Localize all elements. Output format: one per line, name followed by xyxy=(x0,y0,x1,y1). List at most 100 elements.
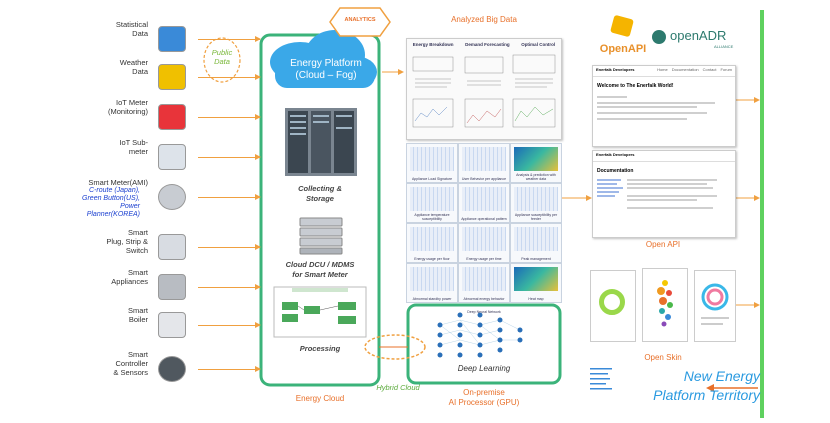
source-arrow xyxy=(198,194,261,200)
tile-graphic xyxy=(410,227,454,251)
tile-graphic xyxy=(462,187,506,211)
source-arrow xyxy=(198,154,261,160)
bubble-chart xyxy=(657,280,673,327)
smart-meter-standards: C-route (Japan), Green Button(US), Power… xyxy=(82,187,140,218)
analysis-tile: Appliance operational pattern xyxy=(458,183,510,223)
smart-plug-icon-shape xyxy=(158,234,186,260)
tile-graphic xyxy=(462,267,506,291)
source-label: Smart Controller & Sensors xyxy=(113,350,148,377)
source-row: IoT Meter (Monitoring) xyxy=(0,98,261,138)
analysis-column-title: Energy Breakdown xyxy=(412,42,454,47)
source-label: Smart Meter(AMI) xyxy=(88,178,148,187)
smart-meter-icon-shape xyxy=(158,184,186,210)
iot-meter-icon xyxy=(150,102,194,132)
openadr-logo-icon xyxy=(652,30,666,44)
ring-chart xyxy=(701,283,729,325)
doc-nav-item[interactable]: Home xyxy=(657,67,668,72)
tile-graphic xyxy=(514,147,558,171)
doc-nav-item[interactable]: Forum xyxy=(720,67,732,72)
processing-label: Processing xyxy=(299,344,341,353)
open-api-label: Open API xyxy=(645,240,681,249)
analysis-tile: Analysis & prediction with weather data xyxy=(510,143,562,183)
thermostat-icon xyxy=(150,354,194,384)
analysis-tile: Energy usage per floor xyxy=(406,223,458,263)
submeter-icon-shape xyxy=(158,144,186,170)
thermostat-icon-shape xyxy=(158,356,186,382)
deep-learning-label: Deep Learning xyxy=(457,364,511,373)
connector-arrowhead xyxy=(754,97,760,103)
mascot-icon-shape xyxy=(158,26,186,52)
doc-nav-item[interactable]: Documentation xyxy=(671,67,699,72)
tile-caption: Appliance Load Signature xyxy=(411,177,453,181)
tile-graphic xyxy=(410,267,454,291)
connector-arrowhead xyxy=(398,69,404,75)
dcu-rack-icon xyxy=(299,217,343,255)
doc-brand: Enerfalk Developers xyxy=(596,152,635,157)
open-skin-label: Open Skin xyxy=(644,353,682,362)
hybrid-cloud-ellipse xyxy=(364,334,426,360)
source-label: IoT Meter (Monitoring) xyxy=(107,98,148,116)
on-premise-label: On-premise AI Processor (GPU) xyxy=(448,388,520,407)
boiler-icon xyxy=(150,310,194,340)
openapi-logo: OpenAPI xyxy=(598,14,648,59)
tile-graphic xyxy=(514,187,558,211)
connector-arrowhead xyxy=(754,302,760,308)
connector-arrowhead xyxy=(754,195,760,201)
tile-caption: Appliance operational pattern xyxy=(461,217,507,221)
analyzed-title: Analyzed Big Data xyxy=(451,15,517,24)
tile-caption: Abnormal standby power xyxy=(412,297,452,301)
smart-plug-icon xyxy=(150,232,194,262)
doc-heading: Documentation xyxy=(597,168,634,174)
source-arrow xyxy=(198,284,261,290)
source-label: IoT Sub- meter xyxy=(119,138,148,156)
openadr-logo-text: openADR xyxy=(670,28,727,43)
source-arrow xyxy=(198,74,261,80)
tile-caption: Energy usage per time xyxy=(466,257,502,261)
source-label: Smart Plug, Strip & Switch xyxy=(106,228,148,255)
territory-bar xyxy=(760,10,764,418)
appliances-icon-shape xyxy=(158,274,186,300)
source-arrow xyxy=(198,114,261,120)
source-arrow xyxy=(198,366,261,372)
tile-caption: Abnormal energy behavior xyxy=(463,297,505,301)
tile-caption: Heat map xyxy=(528,297,544,301)
analysis-tile: Abnormal standby power xyxy=(406,263,458,303)
tile-caption: Analysis & prediction with weather data xyxy=(516,173,556,181)
tile-caption: Appliance susceptibility per feeder xyxy=(514,213,558,221)
openapi-logo-text: OpenAPI xyxy=(599,43,647,55)
analysis-column-title: Optimal Control xyxy=(521,42,556,47)
iot-meter-icon-shape xyxy=(158,104,186,130)
hybrid-cloud-label: Hybrid Cloud xyxy=(376,383,420,392)
source-label: Weather Data xyxy=(119,58,148,76)
source-row: Statistical Data xyxy=(0,20,261,60)
smart-meter-icon xyxy=(150,182,194,212)
analysis-figures xyxy=(412,54,556,128)
tile-caption: Peak management xyxy=(521,257,551,261)
analytics-hexagon xyxy=(329,7,391,37)
donut-chart xyxy=(599,289,625,315)
analysis-tile: Appliance Load Signature xyxy=(406,143,458,183)
public-data-label: Public Data xyxy=(211,48,233,66)
tile-graphic xyxy=(462,227,506,251)
tile-graphic xyxy=(514,227,558,251)
appliances-icon xyxy=(150,272,194,302)
cloud-dcu-label: Cloud DCU / MDMS for Smart Meter xyxy=(285,260,355,279)
source-row: Smart Plug, Strip & Switch xyxy=(0,228,261,268)
analysis-tile: Heat map xyxy=(510,263,562,303)
source-arrow xyxy=(198,244,261,250)
mascot-icon xyxy=(150,24,194,54)
skin-phone-3 xyxy=(694,270,736,342)
tile-graphic xyxy=(514,267,558,291)
territory-label: New Energy Platform Territory xyxy=(653,368,760,403)
weather-icon xyxy=(150,62,194,92)
neural-network-diagram xyxy=(439,319,521,346)
source-row: Smart Controller & Sensors xyxy=(0,350,261,390)
energy-cloud-label: Energy Cloud xyxy=(295,394,345,403)
skin-phone-2 xyxy=(642,268,688,342)
doc-nav-item[interactable]: Contact xyxy=(702,67,717,72)
analysis-tile: Abnormal energy behavior xyxy=(458,263,510,303)
